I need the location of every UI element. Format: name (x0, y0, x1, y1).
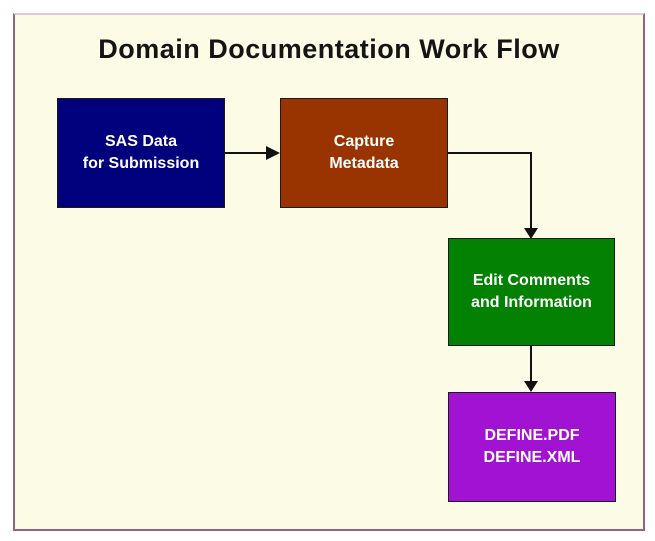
arrow-sas-to-capture-line (225, 152, 267, 154)
node-edit-comments: Edit Comments and Information (448, 238, 615, 346)
arrow-capture-to-edit-arrowhead-icon (524, 228, 538, 239)
node-capture-metadata: Capture Metadata (280, 98, 448, 208)
arrow-edit-to-define-line (530, 346, 532, 382)
node-define-output: DEFINE.PDF DEFINE.XML (448, 392, 616, 502)
node-edit-comments-label-line1: Edit Comments (472, 272, 591, 289)
node-capture-metadata-label-line2: Metadata (329, 155, 399, 172)
arrow-capture-to-edit-vertical-line (530, 152, 532, 229)
node-define-output-label-line1: DEFINE.PDF (484, 427, 580, 444)
node-capture-metadata-label-line1: Capture (333, 133, 395, 150)
node-sas-data: SAS Data for Submission (57, 98, 225, 208)
diagram-title: Domain Documentation Work Flow (98, 34, 560, 64)
node-edit-comments-label-line2: and Information (471, 294, 592, 311)
arrow-capture-to-edit-horizontal-line (448, 152, 532, 154)
arrow-sas-to-capture-arrowhead-icon (266, 146, 280, 160)
node-define-output-label-line2: DEFINE.XML (483, 449, 581, 466)
node-sas-data-label-line1: SAS Data (104, 133, 178, 150)
arrow-edit-to-define-arrowhead-icon (524, 381, 538, 392)
node-sas-data-label-line2: for Submission (82, 155, 200, 172)
